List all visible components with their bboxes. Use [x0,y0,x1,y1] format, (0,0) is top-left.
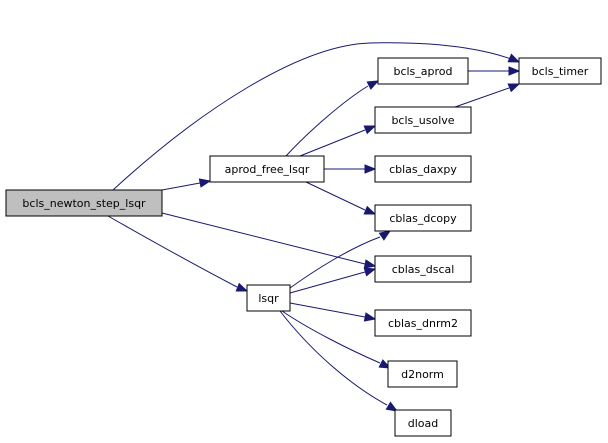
edge-line [289,271,366,294]
node-label: aprod_free_lsqr [225,163,310,176]
arrow-head-icon [378,230,392,241]
node-label: cblas_dcopy [389,212,457,225]
edge-bcls_usolve-to-bcls_timer [454,83,521,108]
edge-line [281,310,381,364]
edges-layer [107,42,521,412]
node-label: bcls_aprod [393,65,452,78]
arrow-head-icon [363,259,377,269]
edge-line [161,182,201,191]
edge-bcls_newton_step_lsqr-to-lsqr [107,215,249,292]
arrow-head-icon [378,359,392,369]
edge-aprod_free_lsqr-to-cblas_dcopy [305,181,377,215]
arrow-head-icon [363,267,377,277]
node-box[interactable] [518,57,602,85]
edge-lsqr-to-dload [279,310,399,412]
edge-line [107,215,238,288]
node-dload[interactable]: dload [394,409,452,437]
node-box[interactable] [374,106,472,134]
node-box[interactable] [377,57,469,85]
node-bcls-usolve[interactable]: bcls_usolve [374,106,472,134]
node-box[interactable] [374,155,472,183]
node-label: bcls_usolve [391,114,454,127]
edge-aprod_free_lsqr-to-cblas_daxpy [324,164,377,174]
edge-line [299,129,366,157]
node-label: d2norm [401,368,444,381]
nodes-layer: bcls_newton_step_lsqr aprod_free_lsqrlsqr… [5,57,602,437]
node-box[interactable] [246,284,291,312]
edge-line [289,302,366,318]
edge-line [454,87,510,108]
arrow-head-icon [198,178,212,188]
node-bcls-timer[interactable]: bcls_timer [518,57,602,85]
arrow-head-icon [363,205,377,215]
node-cblas-dscal[interactable]: cblas_dscal [374,255,472,283]
node-bcls-aprod[interactable]: bcls_aprod [377,57,469,85]
node-label: cblas_dscal [392,263,455,276]
node-box[interactable] [374,309,472,337]
node-label: bcls_newton_step_lsqr [22,197,146,210]
arrow-head-icon [364,164,377,174]
node-box[interactable] [374,204,472,232]
edge-aprod_free_lsqr-to-bcls_aprod [285,80,380,157]
edge-lsqr-to-d2norm [281,310,392,369]
node-label: lsqr [258,292,279,305]
node-label: cblas_dnrm2 [388,317,458,330]
edge-bcls_aprod-to-bcls_timer [468,66,521,76]
node-label: cblas_daxpy [389,163,457,176]
arrow-head-icon [235,282,249,292]
node-box[interactable] [5,189,163,217]
node-d2norm[interactable]: d2norm [387,360,458,388]
node-cblas-daxpy[interactable]: cblas_daxpy [374,155,472,183]
edge-lsqr-to-cblas_dcopy [289,230,392,289]
edge-bcls_newton_step_lsqr-to-bcls_timer [112,42,521,191]
edge-aprod_free_lsqr-to-bcls_usolve [299,125,377,157]
node-lsqr[interactable]: lsqr [246,284,291,312]
edge-line [112,42,520,191]
edge-lsqr-to-cblas_dnrm2 [289,302,377,322]
arrow-head-icon [385,401,399,412]
node-box[interactable] [387,360,458,388]
node-aprod-free-lsqr[interactable]: aprod_free_lsqr [209,155,325,183]
node-box[interactable] [374,255,472,283]
arrow-head-icon [366,80,380,90]
edge-line [289,236,381,289]
edge-bcls_newton_step_lsqr-to-cblas_dscal [161,212,377,269]
node-label: dload [408,417,439,430]
edge-line [305,181,366,211]
edge-line [285,85,369,157]
node-cblas-dcopy[interactable]: cblas_dcopy [374,204,472,232]
arrow-head-icon [363,312,377,322]
edge-bcls_newton_step_lsqr-to-aprod_free_lsqr [161,178,212,191]
node-cblas-dnrm2[interactable]: cblas_dnrm2 [374,309,472,337]
node-box[interactable] [394,409,452,437]
edge-line [161,212,366,265]
node-bcls-newton-step-lsqr[interactable]: bcls_newton_step_lsqr [5,189,163,217]
arrow-head-icon [363,125,377,135]
arrow-head-icon [508,66,521,76]
arrow-head-icon [507,83,521,93]
node-box[interactable] [209,155,325,183]
arrow-head-icon [507,53,521,63]
node-label: bcls_timer [532,65,589,78]
edge-line [279,310,388,406]
edge-lsqr-to-cblas_dscal [289,267,377,294]
